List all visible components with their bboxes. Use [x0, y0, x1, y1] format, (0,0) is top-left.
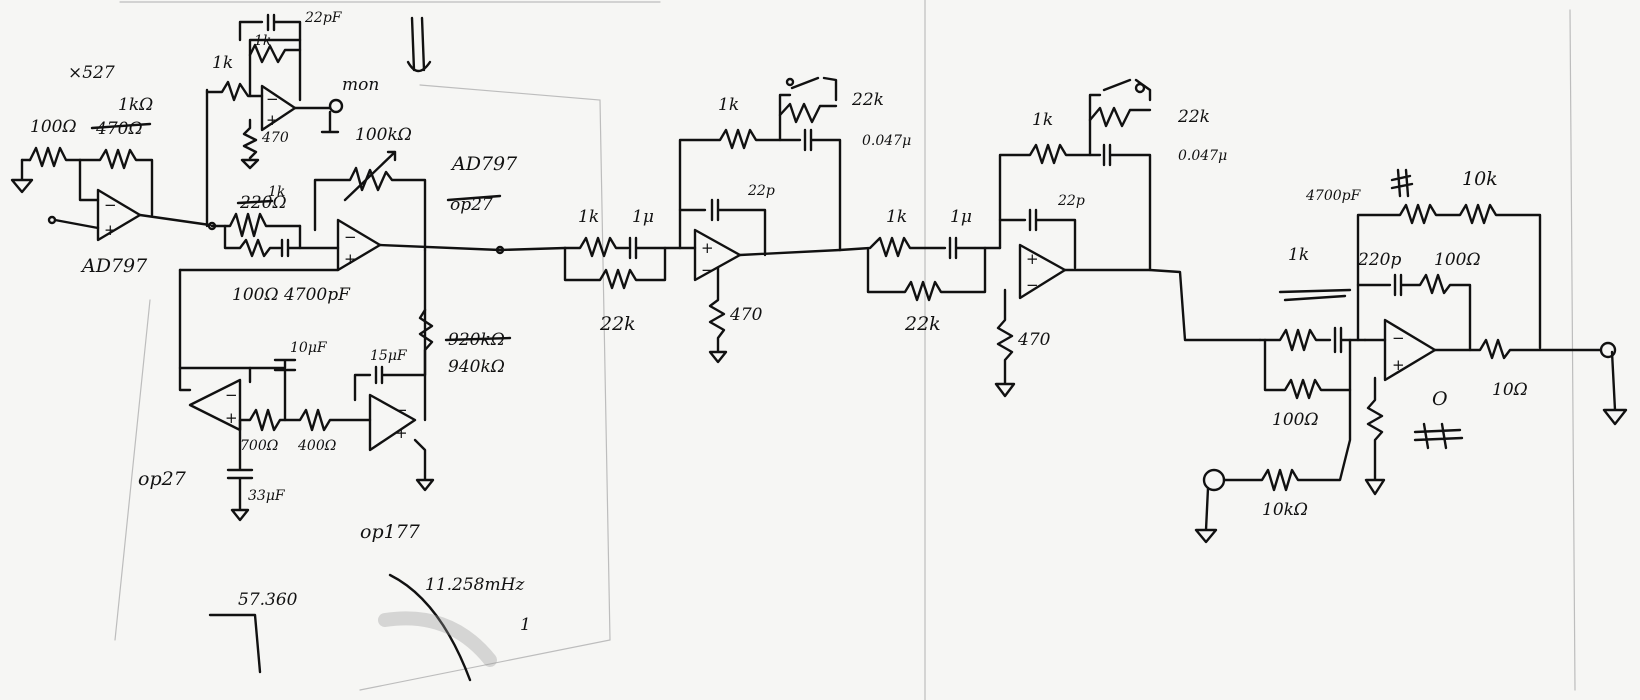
label-st2-1u: 1μ	[950, 207, 972, 227]
svg-text:−: −	[344, 228, 357, 246]
label-sketch-2: 11.258mHz	[425, 575, 525, 595]
label-st2-22p: 22p	[1057, 193, 1085, 209]
label-st2-22k: 22k	[904, 313, 941, 335]
svg-text:+: +	[104, 221, 117, 239]
page-background-lines	[114, 0, 1576, 700]
svg-text:−: −	[701, 261, 714, 279]
label-st2-fb-c: 0.047μ	[1178, 148, 1227, 164]
dc-servo: − + − + 10μF 15μF 920kΩ 940kΩ 700Ω 400Ω …	[138, 248, 512, 543]
label-st1-1k: 1k	[578, 207, 599, 227]
svg-text:+: +	[344, 250, 357, 268]
label-mon-1k: 1k	[212, 53, 233, 73]
label-st2-fb-22k: 22k	[1177, 107, 1210, 127]
label-mon-1k-b: 1k	[254, 33, 271, 49]
input-stage: − + 100Ω 1kΩ 470Ω ×527 AD797	[10, 63, 217, 277]
label-st1-fb-1k: 1k	[718, 95, 739, 115]
label-r-1k: 1kΩ	[118, 95, 153, 115]
svg-text:−: −	[1026, 276, 1039, 294]
label-st1-470: 470	[729, 305, 763, 325]
label-servo-700: 700Ω	[240, 438, 279, 454]
label-out-220p: 220p	[1357, 250, 1401, 270]
label-op-first-note: ×527	[68, 63, 115, 83]
label-op2-1k: 1k	[268, 184, 285, 200]
label-servo-400: 400Ω	[297, 438, 337, 454]
label-fb-100k: 100kΩ	[355, 125, 412, 145]
svg-text:+: +	[701, 239, 714, 257]
label-st1-22k: 22k	[599, 313, 636, 335]
label-op2-r-struck: 220Ω	[239, 193, 287, 213]
label-servo-op177: op177	[360, 521, 421, 543]
label-r-100: 100Ω	[30, 117, 77, 137]
label-sketch-2b: 1	[520, 615, 531, 635]
label-servo-940k: 940kΩ	[448, 357, 505, 377]
label-st2-fb-1k: 1k	[1032, 110, 1053, 130]
svg-text:+: +	[266, 111, 279, 129]
monitor-marks	[406, 16, 432, 73]
label-st1-fb-c: 0.047μ	[862, 133, 911, 149]
monitor-buffer: − + 1k 1k 22pF 470 mon	[205, 10, 379, 228]
frequency-sketches: 57.360 11.258mHz 1	[208, 573, 531, 682]
label-out-1k: 1k	[1288, 245, 1309, 265]
label-op2-name: AD797	[450, 153, 518, 175]
label-out-o: O	[1432, 388, 1448, 410]
label-sketch-1: 57.360	[238, 590, 298, 610]
filter-stage-2: + − 1k 1μ 22k 1k 22k 0.047μ 22p 470	[838, 78, 1262, 398]
label-mon-22pf: 22pF	[304, 10, 343, 26]
label-servo-10uf: 10μF	[290, 340, 328, 356]
label-out-10k-in: 10kΩ	[1262, 500, 1308, 520]
svg-text:+: +	[1392, 356, 1405, 374]
label-st1-fb-22k: 22k	[851, 90, 884, 110]
svg-text:−: −	[225, 386, 238, 404]
second-gain-stage: − + 220Ω 1k 100Ω 4700pF 100kΩ AD797 op27	[210, 125, 518, 305]
label-st1-1u: 1μ	[632, 207, 654, 227]
label-servo-33uf: 33μF	[248, 488, 286, 504]
svg-text:+: +	[225, 409, 238, 427]
svg-text:−: −	[1392, 329, 1405, 347]
label-op2-rc: 100Ω 4700pF	[232, 285, 351, 305]
filter-stage-1: + − 1k 1μ 22k 1k 22k 0.047μ 22p 470	[498, 76, 911, 364]
label-st2-1k: 1k	[886, 207, 907, 227]
label-st2-470: 470	[1017, 330, 1051, 350]
label-r-470-struck: 470Ω	[95, 119, 143, 139]
svg-text:−: −	[104, 196, 117, 214]
label-out-100b: 100Ω	[1272, 410, 1319, 430]
svg-text:−: −	[395, 401, 408, 419]
label-op-first: AD797	[80, 255, 148, 277]
label-out-4700pf: 4700pF	[1305, 188, 1362, 204]
label-servo-15uf: 15μF	[370, 348, 408, 364]
svg-text:+: +	[395, 424, 408, 442]
label-mon-470: 470	[261, 130, 289, 146]
label-mon-out: mon	[342, 75, 379, 95]
svg-text:+: +	[1026, 250, 1039, 268]
label-servo-op27: op27	[138, 468, 187, 490]
output-stage: − + 4700pF 10k 1k 220p 100Ω 100Ω 10Ω O 1…	[1194, 168, 1628, 544]
label-out-100: 100Ω	[1434, 250, 1481, 270]
label-out-10: 10Ω	[1492, 380, 1528, 400]
svg-text:−: −	[266, 90, 279, 108]
label-st1-22p: 22p	[747, 183, 775, 199]
label-out-10k: 10k	[1462, 168, 1498, 190]
